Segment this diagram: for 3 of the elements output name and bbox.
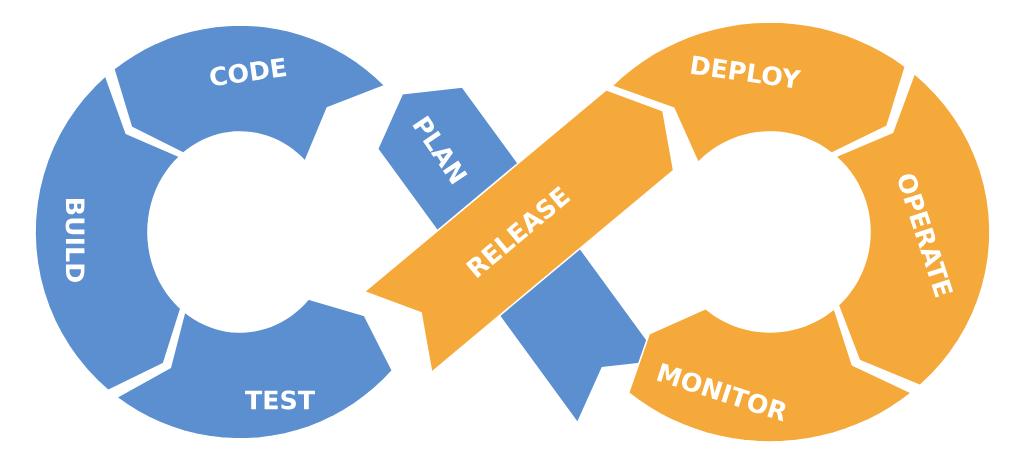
loop-segment: DEPLOY — [610, 21, 907, 164]
loop-segment: BUILD — [34, 74, 182, 392]
loop-segment: TEST — [115, 297, 394, 440]
